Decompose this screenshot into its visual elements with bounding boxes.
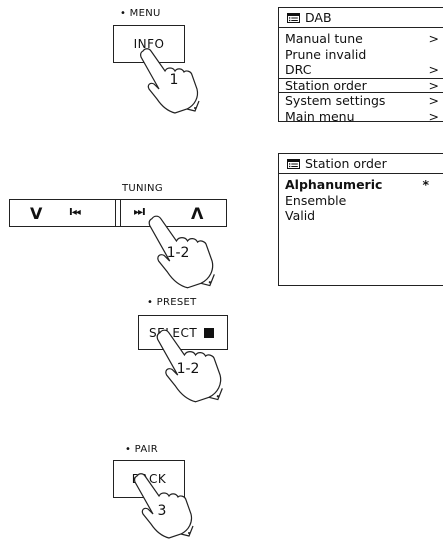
pointing-hand-icon (148, 215, 215, 289)
option-alphanumeric[interactable]: Alphanumeric * (285, 177, 429, 192)
menu-list-icon (287, 12, 300, 23)
tuning-up-button[interactable]: ▸▸I Λ (120, 200, 227, 226)
info-button-label: INFO (133, 37, 165, 51)
chevron-right-icon: > (428, 93, 439, 108)
chevron-right-icon: > (428, 108, 439, 124)
menu-label: • MENU (120, 8, 161, 19)
display-title: DAB (305, 10, 332, 25)
menu-item-system-settings[interactable]: System settings > (285, 93, 439, 108)
menu-item-station-order[interactable]: Station order > (279, 77, 443, 93)
display-title: Station order (305, 156, 387, 171)
skip-back-icon: I◂◂ (69, 207, 81, 218)
chevron-right-icon: > (428, 62, 439, 77)
option-ensemble[interactable]: Ensemble (285, 192, 347, 208)
pointing-hand-icon (140, 48, 200, 114)
station-order-display: Station order Alphanumeric * Ensemble Va… (278, 153, 443, 286)
menu-item-drc[interactable]: DRC > (285, 62, 439, 77)
dab-menu-display: DAB Manual tune > Prune invalid DRC > St… (278, 7, 443, 124)
tuning-label: TUNING (122, 183, 163, 194)
step-number: 1 (169, 72, 179, 88)
stop-square-icon (204, 328, 214, 338)
chevron-down-icon: V (30, 204, 43, 223)
chevron-right-icon: > (428, 77, 439, 93)
display-title-bar: DAB (279, 8, 443, 28)
display-title-bar: Station order (279, 154, 443, 174)
step-number: 1-2 (166, 245, 190, 261)
preset-label: • PRESET (147, 297, 197, 308)
menu-item-prune-invalid[interactable]: Prune invalid (285, 46, 367, 62)
chevron-right-icon: > (428, 31, 439, 46)
chevron-up-icon: Λ (191, 204, 204, 223)
menu-list-icon (287, 158, 300, 169)
pointing-hand-icon (134, 473, 194, 539)
pointing-hand-icon (156, 329, 223, 403)
step-number: 1-2 (176, 361, 200, 377)
option-valid[interactable]: Valid (285, 208, 316, 223)
step-number: 3 (157, 503, 167, 519)
selected-marker: * (422, 177, 429, 192)
pair-label: • PAIR (125, 444, 159, 455)
menu-item-manual-tune[interactable]: Manual tune > (285, 31, 439, 46)
menu-item-main-menu[interactable]: Main menu > (285, 108, 439, 124)
skip-forward-icon: ▸▸I (134, 207, 146, 218)
tuning-bar: V I◂◂ ▸▸I Λ (9, 199, 227, 227)
select-button[interactable]: SELECT (138, 315, 228, 350)
tuning-down-button[interactable]: V I◂◂ (10, 200, 116, 226)
